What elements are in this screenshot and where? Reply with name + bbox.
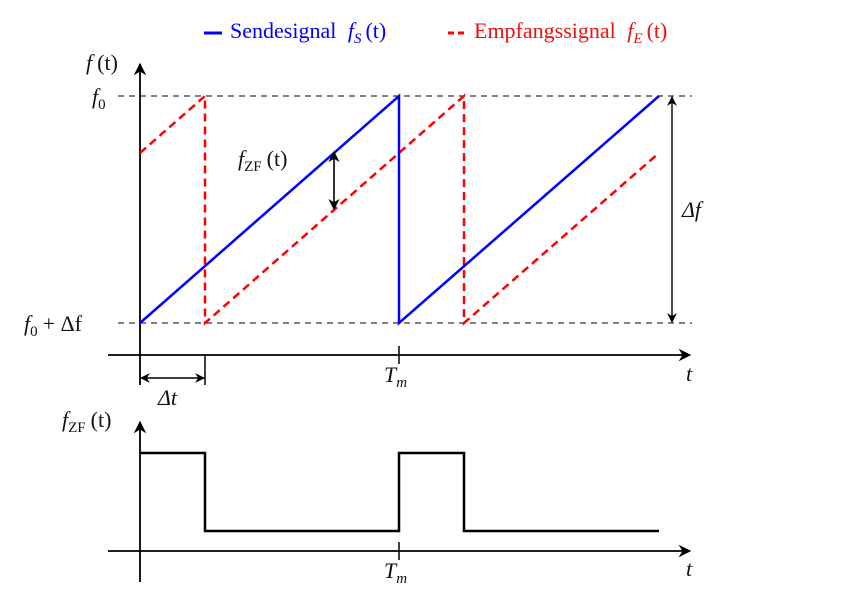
delta-f-label: Δf (681, 197, 704, 222)
legend: Sendesignal fS(t) Empfangssignal fE(t) (204, 18, 667, 47)
fzf-label: fZF(t) (238, 146, 287, 175)
bottom-y-axis-label: fZF(t) (62, 407, 111, 436)
f0-plus-df-label: f0+ Δf (24, 311, 83, 340)
top-plot: f(t) f0 f0+ Δf fZF(t) Δf Δt Tm t (24, 50, 704, 410)
f0-label: f0 (92, 84, 106, 113)
bottom-t-label: t (686, 556, 693, 581)
bottom-plot: fZF(t) Tm t (62, 407, 693, 587)
bottom-tm-label: Tm (384, 558, 407, 587)
if-signal (140, 451, 659, 533)
top-y-axis-label: f(t) (86, 50, 118, 75)
legend-recv-text: Empfangssignal fE(t) (474, 18, 667, 47)
delta-t-label: Δt (157, 385, 178, 410)
top-tm-label: Tm (384, 362, 407, 391)
send-signal (139, 93, 660, 326)
top-t-label: t (686, 361, 693, 386)
legend-send-text: Sendesignal fS(t) (230, 18, 386, 47)
